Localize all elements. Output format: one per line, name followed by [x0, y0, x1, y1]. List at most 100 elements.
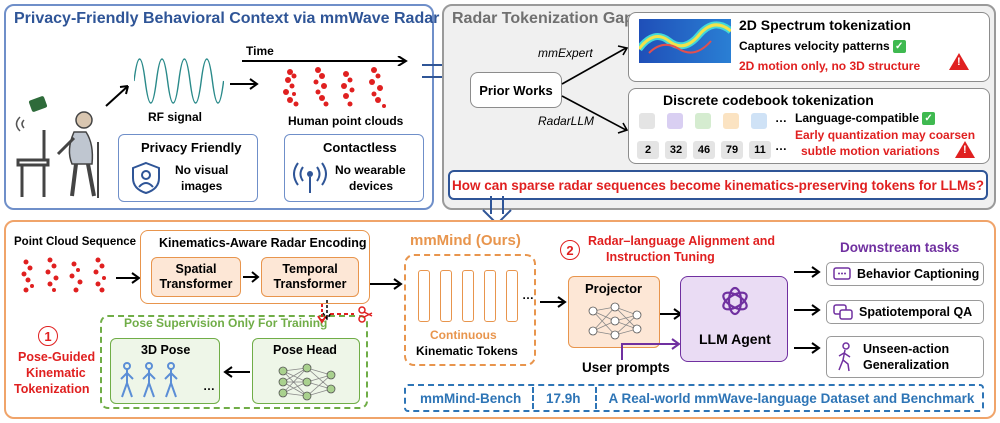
pose-supervision-label: Pose Supervision Only For Training — [124, 316, 328, 330]
rf-signal-wave — [134, 58, 224, 104]
task-unseen-text: Unseen-action Generalization — [863, 341, 949, 373]
benchmark-hours: 17.9h — [546, 390, 581, 406]
codebook-code: 79 — [721, 141, 743, 159]
codebook-token — [723, 113, 739, 129]
caption-icon — [833, 267, 851, 280]
projector-box: Projector — [568, 276, 660, 348]
task-behavior-captioning: Behavior Captioning — [826, 262, 984, 286]
check-icon: ✓ — [922, 112, 936, 126]
arrow-prompts-to-llm — [621, 338, 681, 360]
codebook-token-ellipsis: … — [775, 111, 787, 125]
step-1-badge: 1 — [38, 326, 58, 346]
spectrum-title: 2D Spectrum tokenization — [739, 17, 911, 33]
codebook-token — [695, 113, 711, 129]
privacy-panel-title: Privacy-Friendly Behavioral Context via … — [14, 10, 440, 27]
codebook-pro: Language-compatible — [795, 111, 920, 125]
codebook-con-2: subtle motion variations — [801, 144, 940, 158]
codebook-token — [639, 113, 655, 129]
warning-icon: ! — [949, 53, 969, 70]
task-label: Generalization — [863, 358, 950, 372]
prior-works-label: Prior Works — [479, 82, 553, 98]
codebook-code: 2 — [637, 141, 659, 159]
kinematic-token-bar — [440, 270, 452, 322]
rf-signal-label: RF signal — [148, 110, 203, 124]
arrow-spatial-to-temporal — [243, 271, 260, 283]
privacy-desc-1: No visual — [175, 163, 229, 177]
arrow-encoding-to-tokens — [370, 278, 403, 290]
antenna-signal-icon — [293, 162, 327, 193]
codebook-token — [751, 113, 767, 129]
mmexpert-label: mmExpert — [538, 46, 593, 60]
arrow-tokens-to-projector — [540, 296, 567, 308]
privacy-desc-2: images — [181, 179, 223, 193]
task-unseen-action: Unseen-action Generalization — [826, 336, 984, 378]
contactless-desc-2: devices — [349, 179, 394, 193]
warning-icon: ! — [955, 141, 975, 158]
arrow-seq-to-encoding — [116, 272, 141, 284]
codebook-code: 32 — [665, 141, 687, 159]
arrow-encoding-to-posehead — [322, 300, 332, 321]
spectrum-heatmap-image — [639, 19, 731, 63]
radarllm-label: RadarLLM — [538, 114, 595, 128]
step-1-number: 1 — [44, 328, 52, 344]
codebook-con-1: Early quantization may coarsen — [795, 128, 976, 142]
step-1-line-1: Pose-Guided — [18, 350, 96, 364]
tokenization-gap-title: Radar Tokenization Gap — [452, 10, 634, 27]
codebook-token — [667, 113, 683, 129]
mmmind-title: mmMind (Ours) — [410, 232, 521, 249]
task-label: Unseen-action — [863, 342, 950, 356]
time-arrow — [242, 56, 408, 66]
temporal-transformer-label: Temporal Transformer — [273, 262, 347, 291]
benchmark-name: mmMind-Bench — [420, 390, 522, 406]
tokens-line-1: Continuous — [430, 328, 497, 342]
llm-agent-label: LLM Agent — [699, 331, 771, 347]
human-point-clouds — [283, 67, 386, 108]
arrow-rf-to-clouds — [230, 78, 259, 90]
task-spatiotemporal-qa: Spatiotemporal QA — [826, 300, 984, 324]
pose-3d-ellipsis: … — [203, 379, 215, 393]
contactless-desc-1: No wearable — [335, 163, 406, 177]
spatial-transformer-box: Spatial Transformer — [151, 257, 241, 297]
spectrum-pro: Captures velocity patterns — [739, 39, 890, 53]
spectrum-tokenization-box: 2D Spectrum tokenization Captures veloci… — [628, 12, 990, 82]
scissors-cut-icon — [317, 304, 373, 324]
arrows-llm-to-tasks — [794, 266, 821, 354]
kinematic-token-bar — [462, 270, 474, 322]
encoding-title: Kinematics-Aware Radar Encoding — [159, 236, 367, 250]
codebook-code: 11 — [749, 141, 771, 159]
step-2-badge: 2 — [560, 240, 580, 260]
time-label: Time — [246, 44, 274, 58]
chat-bubbles-icon — [833, 304, 853, 320]
pose-head-label: Pose Head — [273, 343, 337, 357]
kinematic-token-bar — [484, 270, 496, 322]
step-1-line-3: Tokenization — [14, 382, 90, 396]
prior-works-branch-arrows — [561, 45, 629, 134]
neural-network-icon — [588, 302, 642, 340]
spectrum-pro-row: Captures velocity patterns✓ — [739, 39, 906, 54]
codebook-pro-row: Language-compatible✓ — [795, 111, 936, 126]
benchmark-divider — [594, 387, 597, 409]
step-2-number: 2 — [566, 242, 574, 258]
spatial-transformer-label: Spatial Transformer — [159, 262, 233, 291]
point-cloud-sequence — [21, 257, 106, 293]
tokens-line-2: Kinematic Tokens — [416, 344, 518, 358]
codebook-title: Discrete codebook tokenization — [663, 92, 874, 108]
pose-skeleton-figures — [120, 362, 178, 398]
walking-person-icon — [838, 342, 851, 372]
projector-label: Projector — [585, 281, 643, 296]
pose-3d-box: 3D Pose … — [110, 338, 220, 404]
arrow-posehead-to-3dpose — [223, 366, 250, 378]
user-prompts-label: User prompts — [582, 360, 670, 375]
kinematic-token-bar — [418, 270, 430, 322]
arrow-person-to-rf — [105, 85, 129, 107]
contactless-title: Contactless — [323, 140, 397, 155]
task-label: Behavior Captioning — [857, 267, 980, 281]
pose-supervision-box — [100, 315, 368, 409]
prior-works-box: Prior Works — [470, 72, 562, 108]
codebook-tokenization-box: Discrete codebook tokenization … 2 32 46… — [628, 88, 990, 164]
check-icon: ✓ — [892, 40, 906, 54]
benchmark-divider — [532, 387, 534, 409]
point-cloud-sequence-label: Point Cloud Sequence — [14, 236, 137, 248]
codebook-code-ellipsis: … — [775, 139, 787, 153]
pose-head-box: Pose Head — [252, 338, 360, 404]
